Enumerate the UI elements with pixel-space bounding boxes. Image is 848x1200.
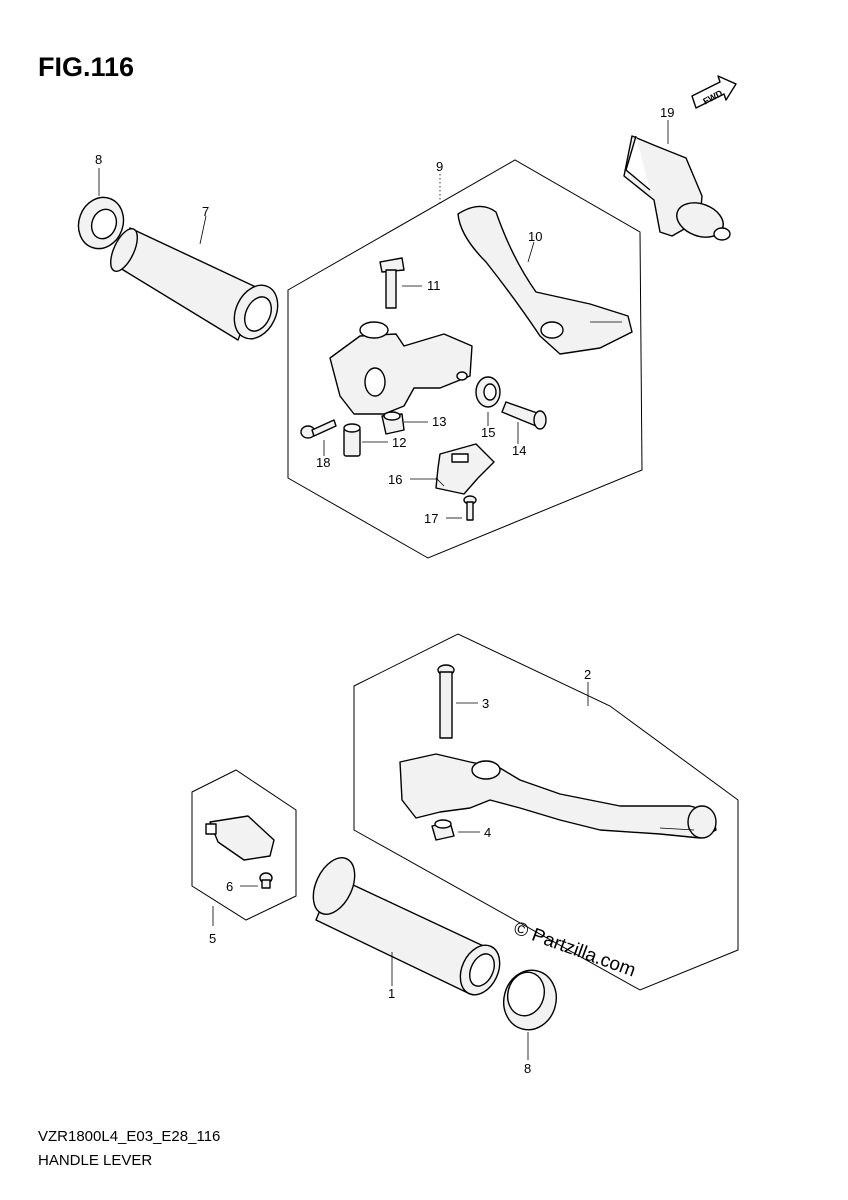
callout-3: 3	[482, 696, 489, 711]
part-19-lever-guard	[623, 135, 731, 241]
callout-8-lower: 8	[524, 1061, 531, 1076]
callout-12: 12	[392, 435, 406, 450]
callout-18: 18	[316, 455, 330, 470]
callout-19: 19	[660, 105, 674, 120]
callout-labels: 8 7 9 10 11 12 13 15 14 18 16 17 19 2 3 …	[95, 105, 674, 1076]
leader-lines	[98, 120, 669, 1060]
part-1-throttle-grip	[312, 857, 501, 996]
part-9-clutch-bracket	[329, 321, 473, 415]
callout-16: 16	[388, 472, 402, 487]
fwd-direction-arrow: FWD	[691, 75, 737, 109]
brake-lever-assembly-box	[353, 633, 739, 991]
callout-9: 9	[436, 159, 443, 174]
part-11-pivot-bolt	[379, 257, 405, 309]
part-12-collar	[343, 423, 361, 457]
figure-title: FIG.116	[38, 52, 135, 82]
callout-5: 5	[209, 931, 216, 946]
part-8-end-cap-lower	[503, 969, 557, 1031]
callout-14: 14	[512, 443, 526, 458]
part-16-clutch-switch	[435, 443, 495, 495]
part-14-adjuster-bolt	[501, 401, 547, 430]
model-code: VZR1800L4_E03_E28_116	[38, 1128, 221, 1145]
callout-10: 10	[528, 229, 542, 244]
section-name: HANDLE LEVER	[38, 1152, 153, 1169]
callout-17: 17	[424, 511, 438, 526]
part-2-brake-lever	[399, 753, 717, 839]
part-5-brake-switch	[205, 815, 275, 861]
part-17-small-screw	[463, 495, 477, 521]
brake-switch-assembly-box	[191, 769, 297, 921]
callout-8-upper: 8	[95, 152, 102, 167]
part-15-adjuster-wheel	[475, 376, 501, 408]
part-10-clutch-lever	[457, 205, 633, 355]
clutch-lever-assembly-box	[287, 159, 643, 559]
callout-1: 1	[388, 986, 395, 1001]
part-13-nut	[381, 411, 405, 435]
part-18-screw	[300, 419, 337, 439]
part-8-end-cap-upper	[77, 196, 125, 250]
callout-2: 2	[584, 667, 591, 682]
callout-7: 7	[202, 204, 209, 219]
callout-15: 15	[481, 425, 495, 440]
part-7-grip	[110, 227, 279, 341]
part-4-nut	[431, 819, 455, 841]
part-3-pivot-bolt	[437, 664, 455, 739]
callout-11: 11	[427, 278, 441, 293]
callout-13: 13	[432, 414, 446, 429]
callout-6: 6	[226, 879, 233, 894]
callout-4: 4	[484, 825, 491, 840]
part-6-screw	[259, 872, 273, 889]
